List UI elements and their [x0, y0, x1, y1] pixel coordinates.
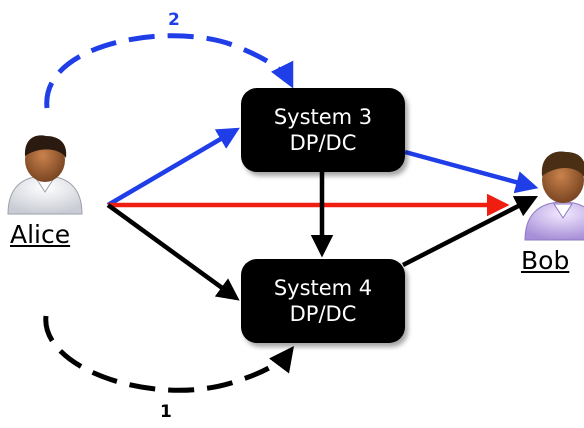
arrow-alice-to-system4 — [106, 203, 240, 301]
step-1-label: 1 — [160, 402, 172, 422]
bob-label: Bob — [521, 246, 570, 275]
arrow-system4-to-bob — [401, 195, 539, 268]
system-4-title: System 4 — [273, 276, 373, 300]
system-4-node: System 4 DP/DC — [241, 259, 405, 343]
dashed-loop-step-1 — [43, 315, 295, 393]
system-4-subtitle: DP/DC — [289, 302, 357, 326]
arrow-system3-to-bob — [404, 149, 539, 194]
bob-person-icon — [524, 151, 584, 241]
alice-label: Alice — [10, 220, 71, 249]
system-3-title: System 3 — [273, 105, 373, 129]
dashed-loop-step-2 — [44, 33, 294, 109]
alice-person-icon — [7, 135, 83, 215]
arrow-alice-to-system3 — [106, 127, 240, 207]
step-2-label: 2 — [168, 10, 180, 30]
system-3-node: System 3 DP/DC — [241, 88, 405, 172]
system-3-subtitle: DP/DC — [289, 131, 357, 155]
